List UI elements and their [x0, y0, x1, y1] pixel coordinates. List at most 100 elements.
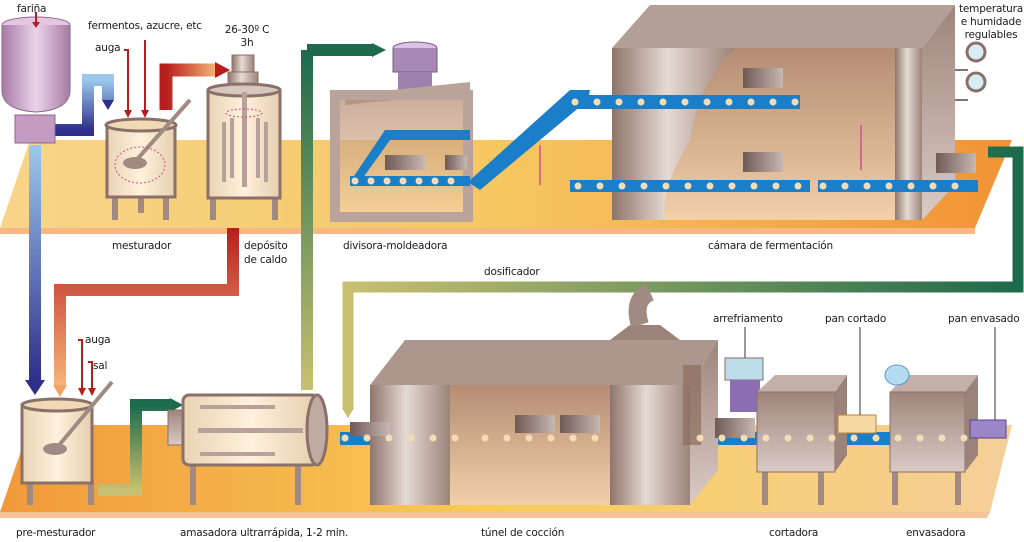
flour-pipe [25, 74, 114, 395]
baking-tunnel [340, 283, 770, 505]
conveyor-roller [571, 98, 579, 106]
conveyor-roller [591, 434, 599, 442]
conveyor-roller [706, 182, 714, 190]
broth-pipe-top [159, 62, 230, 110]
conveyor-roller [363, 434, 371, 442]
conveyor-roller [596, 182, 604, 190]
conveyor-roller [960, 434, 968, 442]
conveyor-roller [618, 182, 626, 190]
label-oven: túnel de cocción [481, 527, 565, 539]
conveyor-roller [850, 434, 858, 442]
broth-tank [206, 54, 282, 220]
conveyor-roller [481, 434, 489, 442]
label-divider: divisora-moldeadora [343, 240, 448, 252]
conveyor-roller [351, 177, 359, 185]
flour-silo [1, 12, 71, 144]
label-broth-tank-1: depósito [244, 240, 288, 252]
conveyor-roller [681, 98, 689, 106]
label-time: 3h [240, 37, 254, 49]
conveyor-roller [385, 434, 393, 442]
label-temperature: 26-30º C [224, 24, 270, 36]
label-sliced-bread: pan cortado [825, 313, 887, 325]
conveyor-roller [806, 434, 814, 442]
incline-conveyor [468, 90, 590, 190]
conveyor-roller [431, 177, 439, 185]
label-mixer: mesturador [112, 240, 172, 252]
label-chamber-note-3: regulables [964, 29, 1018, 41]
conveyor-roller [684, 182, 692, 190]
conveyor-roller [828, 434, 836, 442]
conveyor-roller [659, 98, 667, 106]
dough-pipe-1 [98, 398, 183, 496]
label-packed-bread: pan envasado [948, 313, 1020, 325]
conveyor-roller [916, 434, 924, 442]
conveyor-roller [772, 182, 780, 190]
conveyor-roller [791, 98, 799, 106]
label-chamber-note-1: temperatura [958, 3, 1023, 15]
premixer-machine [20, 339, 114, 505]
label-yeast-sugar: fermentos, azucre, etc [88, 20, 202, 32]
conveyor-roller [703, 98, 711, 106]
conveyor-roller [863, 182, 871, 190]
label-cooling: arrefriamento [713, 313, 783, 325]
conveyor-roller [794, 182, 802, 190]
conveyor-roller [547, 434, 555, 442]
conveyor-roller [525, 434, 533, 442]
conveyor-roller [740, 434, 748, 442]
input-arrows-mixer [124, 40, 149, 118]
conveyor-roller [769, 98, 777, 106]
label-cutter: cortadora [769, 527, 819, 539]
conveyor-roller [872, 434, 880, 442]
conveyor-roller [762, 434, 770, 442]
conveyor-roller [593, 98, 601, 106]
conveyor-roller [929, 182, 937, 190]
label-chamber-note-2: e humidade [960, 16, 1022, 28]
conveyor-roller [938, 434, 946, 442]
kneader-machine [167, 393, 329, 505]
conveyor-roller [750, 182, 758, 190]
conveyor-roller [662, 182, 670, 190]
conveyor-roller [640, 182, 648, 190]
conveyor-roller [451, 434, 459, 442]
label-water-top: auga [95, 42, 121, 54]
conveyor-roller [447, 177, 455, 185]
conveyor-roller [415, 177, 423, 185]
conveyor-roller [907, 182, 915, 190]
conveyor-roller [407, 434, 415, 442]
conveyor-roller [696, 434, 704, 442]
packer-machine [884, 364, 1007, 505]
label-flour: fariña [17, 3, 47, 15]
label-doser: dosificador [484, 266, 540, 278]
label-broth-tank-2: de caldo [244, 254, 288, 266]
divider-moulder [330, 41, 473, 222]
conveyor-roller [728, 182, 736, 190]
label-kneader: amasadora ultrarrápida, 1-2 min. [180, 527, 349, 539]
fermentation-chamber [570, 5, 987, 220]
conveyor-roller [951, 182, 959, 190]
conveyor-roller [367, 177, 375, 185]
broth-pipe-down [53, 228, 239, 397]
label-salt: sal [93, 360, 108, 372]
conveyor-roller [637, 98, 645, 106]
conveyor-roller [615, 98, 623, 106]
conveyor-roller [569, 434, 577, 442]
leader-lines [744, 327, 996, 420]
conveyor-roller [747, 98, 755, 106]
conveyor-roller [718, 434, 726, 442]
dough-pipe-3 [342, 146, 1024, 418]
label-premixer: pre-mesturador [16, 527, 96, 539]
conveyor-roller [429, 434, 437, 442]
dough-pipe-2 [301, 43, 386, 390]
conveyor-roller [399, 177, 407, 185]
conveyor-roller [784, 434, 792, 442]
label-fermentation: cámara de fermentación [708, 240, 833, 252]
conveyor-roller [725, 98, 733, 106]
conveyor-roller [341, 434, 349, 442]
conveyor-roller [383, 177, 391, 185]
conveyor-roller [819, 182, 827, 190]
conveyor-roller [574, 182, 582, 190]
label-packer: envasadora [906, 527, 966, 539]
mixer-machine [104, 98, 192, 220]
conveyor-roller [885, 182, 893, 190]
